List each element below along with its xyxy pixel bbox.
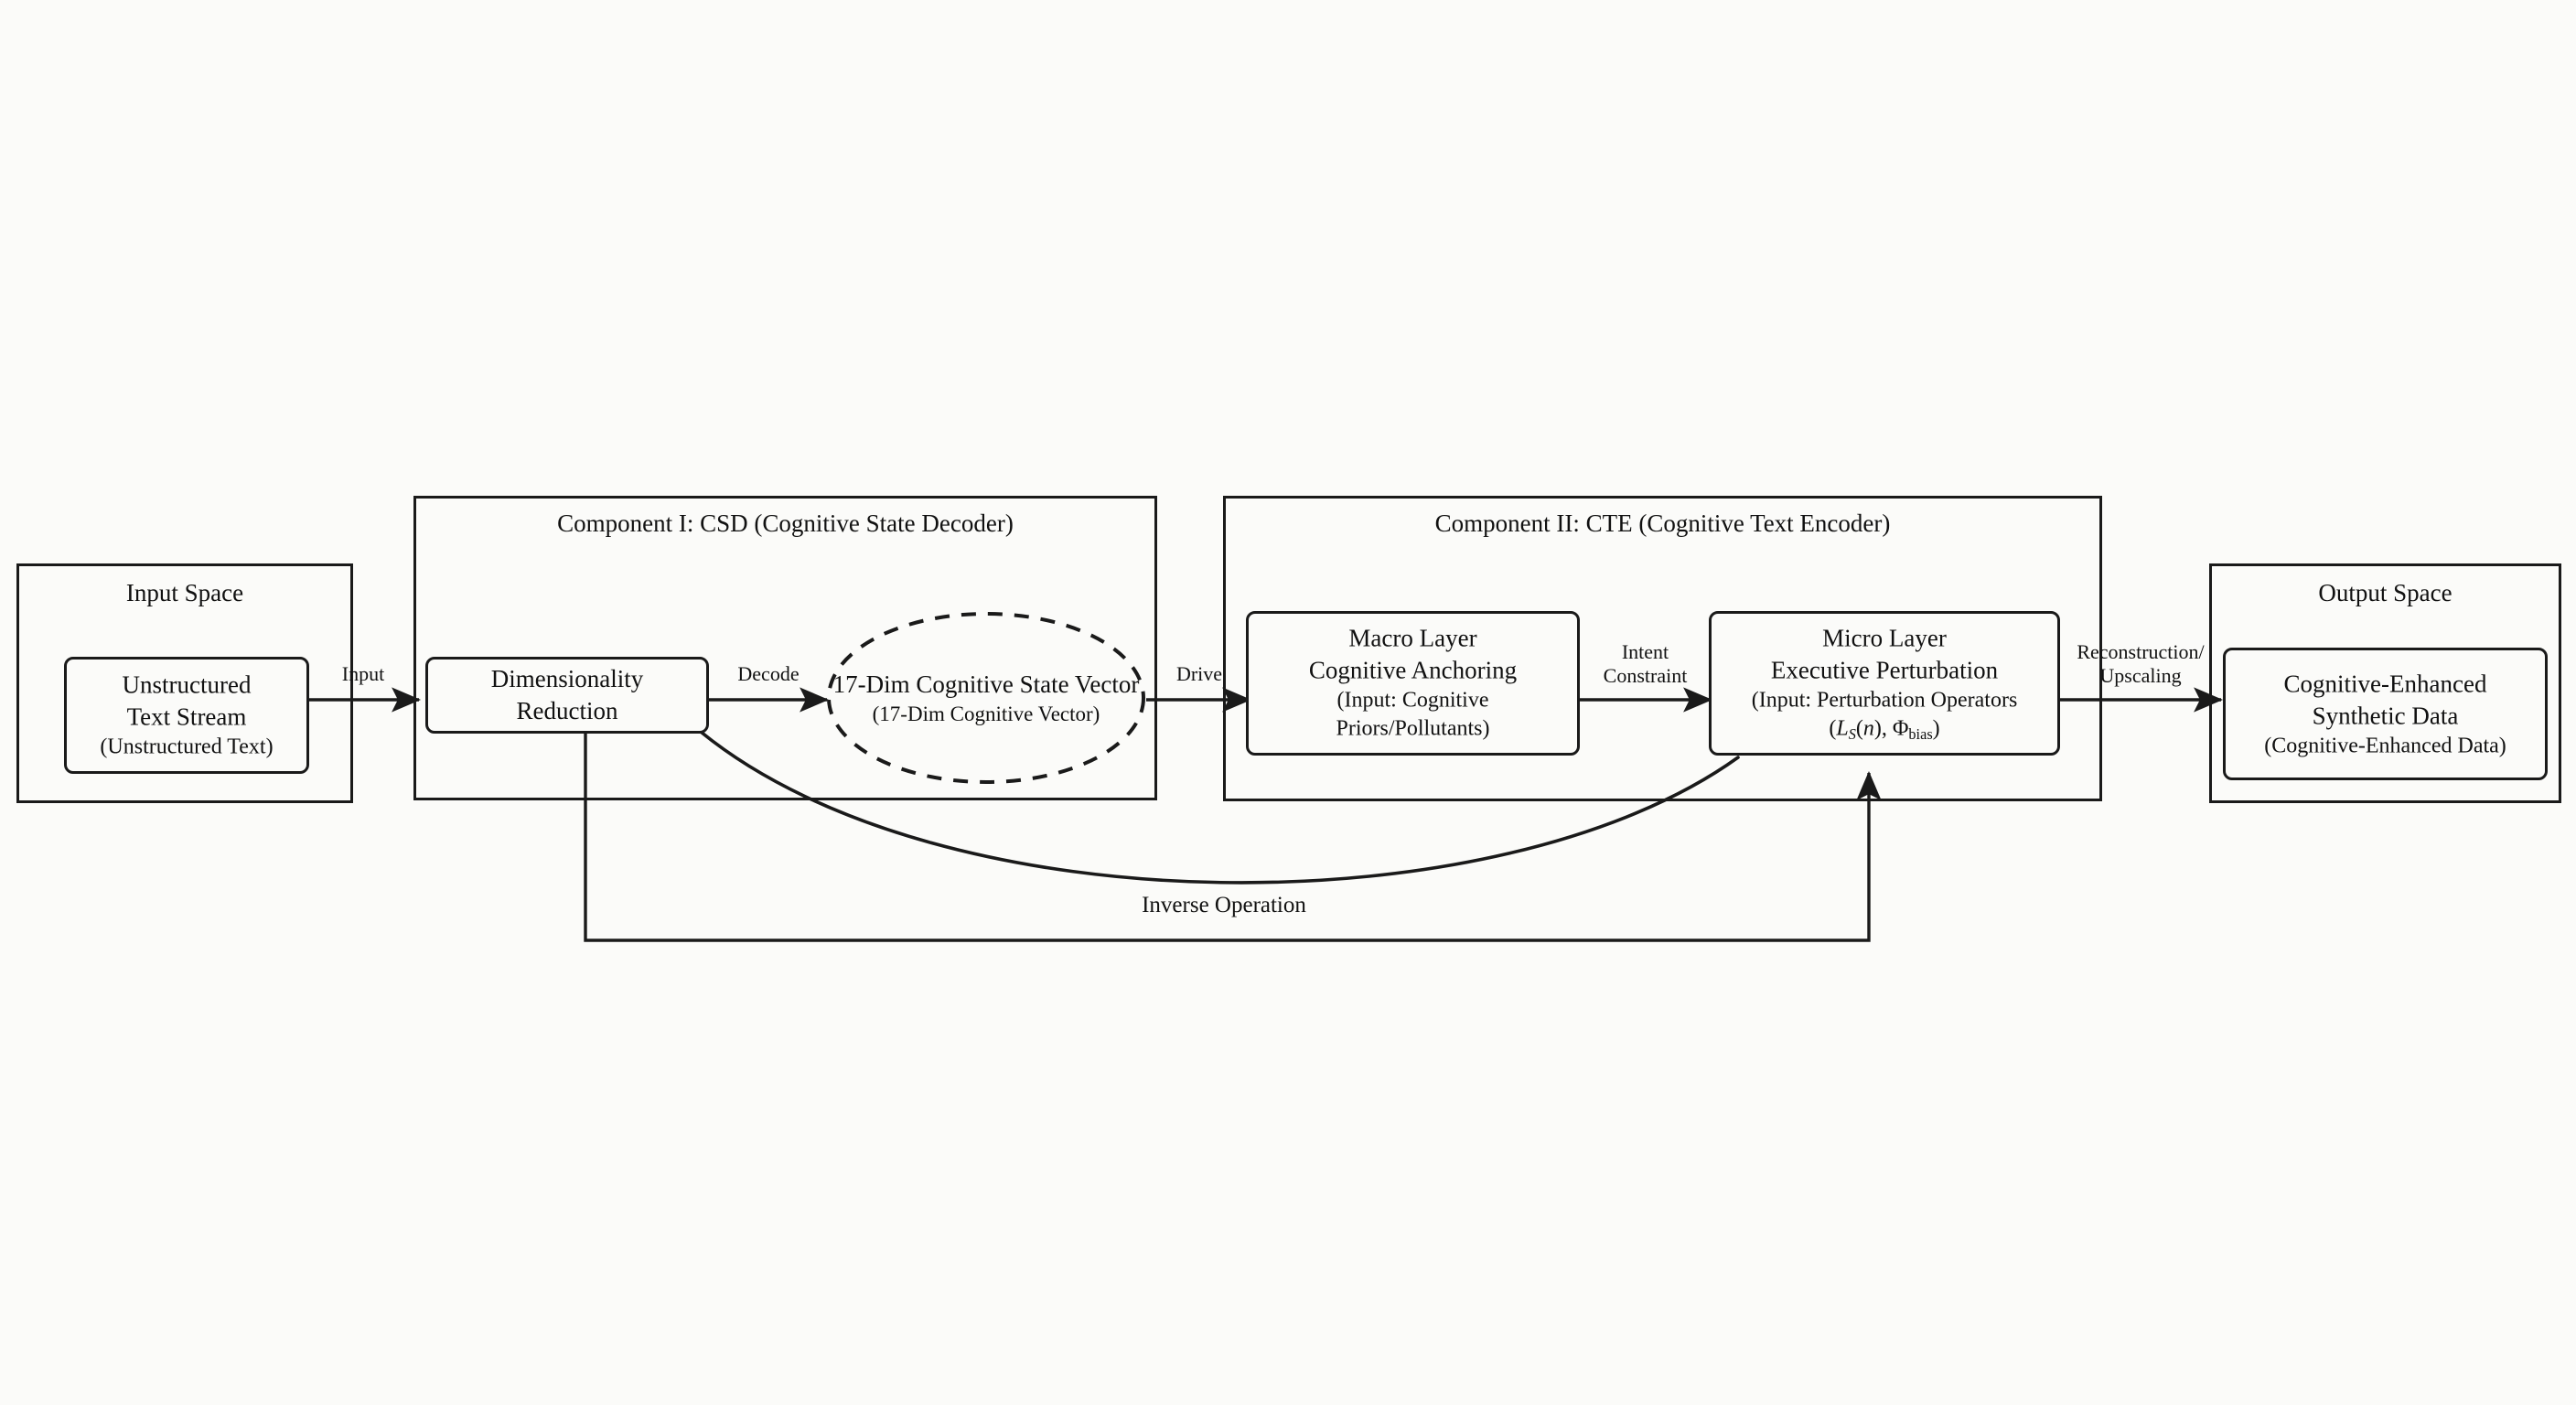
macro-line2: Cognitive Anchoring <box>1308 656 1518 684</box>
node-cognitive-enhanced-synthetic-data[interactable]: Cognitive-Enhanced Synthetic Data (Cogni… <box>2223 648 2548 780</box>
output-space-title: Output Space <box>2318 579 2453 606</box>
state-vector-dashed-ellipse <box>827 612 1145 784</box>
input-space-title: Input Space <box>125 579 244 606</box>
output-line3: (Cognitive-Enhanced Data) <box>2264 734 2506 757</box>
node-micro-layer-label: Micro Layer Executive Perturbation (Inpu… <box>1712 622 2057 744</box>
node-dimensionality-reduction[interactable]: Dimensionality Reduction <box>425 657 709 734</box>
micro-line1: Micro Layer <box>1822 624 1947 652</box>
component-i-csd-container <box>413 496 1157 800</box>
statevec-line2: State Vector <box>1019 670 1140 698</box>
dimred-line2: Reduction <box>516 697 618 724</box>
node-dimensionality-reduction-label: Dimensionality Reduction <box>428 663 706 727</box>
dimred-line1: Dimensionality <box>490 664 644 692</box>
node-17dim-cognitive-state-vector[interactable]: 17-Dim Cognitive State Vector (17-Dim Co… <box>826 611 1146 785</box>
unstructured-line1: Unstructured <box>122 670 252 699</box>
edge-label-decode: Decode <box>737 662 800 685</box>
intent-line2: Constraint <box>1603 663 1688 687</box>
output-line1: Cognitive-Enhanced <box>2283 669 2487 697</box>
output-line2: Synthetic Data <box>2312 701 2459 729</box>
unstructured-line2: Text Stream <box>126 702 247 731</box>
component-ii-cte-title: Component II: CTE (Cognitive Text Encode… <box>1434 509 1891 537</box>
component-ii-cte-container <box>1223 496 2102 801</box>
node-macro-layer-label: Macro Layer Cognitive Anchoring (Input: … <box>1249 623 1577 745</box>
edge-label-drive: Drive <box>1175 662 1223 685</box>
micro-formula: (LS(n), Φbias) <box>1829 716 1940 744</box>
node-macro-layer[interactable]: Macro Layer Cognitive Anchoring (Input: … <box>1246 611 1580 756</box>
unstructured-line3: (Unstructured Text) <box>100 735 274 759</box>
node-unstructured-text-stream-label: Unstructured Text Stream (Unstructured T… <box>67 669 306 761</box>
statevec-line1: 17-Dim Cognitive <box>832 670 1014 698</box>
micro-line2: Executive Perturbation <box>1770 656 1999 684</box>
node-cognitive-enhanced-synthetic-data-label: Cognitive-Enhanced Synthetic Data (Cogni… <box>2226 668 2545 760</box>
node-micro-layer[interactable]: Micro Layer Executive Perturbation (Inpu… <box>1709 611 2060 756</box>
node-17dim-cognitive-state-vector-label: 17-Dim Cognitive State Vector (17-Dim Co… <box>833 669 1140 728</box>
node-unstructured-text-stream[interactable]: Unstructured Text Stream (Unstructured T… <box>64 657 309 774</box>
output-space-container <box>2209 563 2561 803</box>
intent-line1: Intent <box>1621 640 1669 663</box>
edge-label-reconstruction-upscaling: Reconstruction/ Upscaling <box>2060 640 2221 688</box>
reconstruction-line2: Upscaling <box>2099 663 2182 687</box>
input-space-container <box>16 563 353 803</box>
edge-label-inverse-operation: Inverse Operation <box>1079 893 1368 918</box>
edge-label-intent-constraint: Intent Constraint <box>1580 640 1711 688</box>
macro-line3: (Input: Cognitive <box>1336 688 1489 713</box>
macro-line4: Priors/Pollutants) <box>1336 717 1490 742</box>
macro-line1: Macro Layer <box>1348 624 1477 652</box>
component-i-csd-title: Component I: CSD (Cognitive State Decode… <box>557 509 1014 537</box>
micro-line3: (Input: Perturbation Operators <box>1751 688 2018 713</box>
edge-label-input: Input <box>341 662 385 685</box>
reconstruction-line1: Reconstruction/ <box>2077 640 2205 663</box>
statevec-line3: (17-Dim Cognitive Vector) <box>872 702 1100 725</box>
